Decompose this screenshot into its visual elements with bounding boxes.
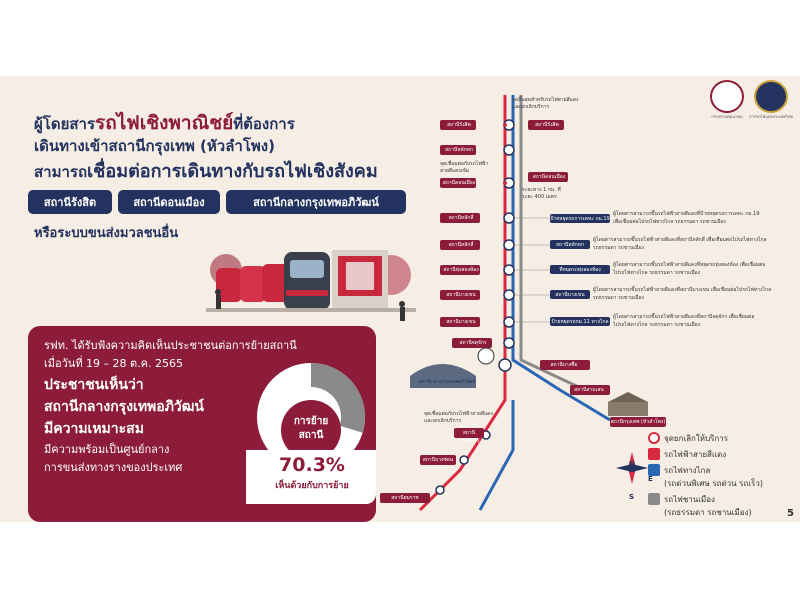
bottom-margin xyxy=(0,522,800,600)
title-line-1: ผู้โดยสารรถไฟเชิงพาณิชย์ที่ต้องการ xyxy=(34,112,295,134)
ministry-logo: กระทรวงคมนาคม xyxy=(708,80,746,120)
desc-tag-1: ป้ายหยุดรถการเคหะ กม.19 xyxy=(550,216,610,222)
desc-tag-3: ที่หยุดรถทุ่งสองห้อง xyxy=(559,267,601,273)
card-line-3: ประชาชนเห็นว่า xyxy=(44,377,144,393)
note-1a: จุดสิ้นสุดสำหรับรถไฟสายสีแดง xyxy=(512,97,579,103)
legend-row-red-line: รถไฟฟ้าสายสีแดง xyxy=(648,448,763,461)
other-transport: หรือระบบขนส่งมวลชนอื่น xyxy=(34,226,179,241)
desc-text-5: ผู้โดยสารสามารถขึ้นรถไฟฟ้าสายสีแดงที่สถา… xyxy=(613,314,755,320)
note-3b: ระยะ 400 เมตร xyxy=(522,194,557,200)
station-chatuchak: สถานีจตุจักร xyxy=(459,340,487,346)
card-line-2: เมื่อวันที่ 19 – 28 ต.ค. 2565 xyxy=(44,357,184,370)
blue-train-icon xyxy=(648,464,660,476)
pill-don-mueang: สถานีดอนเมือง xyxy=(118,190,220,214)
desc-text2-1: เพื่อเชื่อมต่อไปรถไฟทางไกล รถธรรมดา รถชา… xyxy=(613,219,726,225)
logos: กระทรวงคมนาคม การรถไฟแห่งประเทศไทย xyxy=(708,80,793,120)
station-hua-lamphong: สถานีกรุงเทพ (หัวลำโพง) xyxy=(610,419,666,425)
percent-caption: เห็นด้วยกับการย้าย xyxy=(275,481,349,491)
top-margin xyxy=(0,0,800,76)
station-yommarat: สถานียมราช xyxy=(391,495,419,501)
card-line-4: สถานีกลางกรุงเทพอภิวัฒน์ xyxy=(44,399,204,415)
desc-text2-2: รถธรรมดา รถชานเมือง xyxy=(593,245,644,251)
pill-rangsit: สถานีรังสิต xyxy=(28,190,112,214)
desc-tag-2: สถานีหลักหก xyxy=(555,242,584,248)
station-don-mueang: สถานีดอนเมือง xyxy=(442,180,476,186)
desc-text2-5: ไปรถไฟทางไกล รถธรรมดา รถชานเมือง xyxy=(613,322,701,328)
station-krung-thep-aphiwat: สถานีกลางกรุงเทพอภิวัฒน์ xyxy=(418,379,476,385)
desc-tag-4: สถานีบางเขน xyxy=(555,292,585,298)
station-rangsit: สถานีรังสิต xyxy=(447,122,471,128)
grey-train-icon xyxy=(648,493,660,505)
blue-line-track xyxy=(511,95,611,422)
station-bang-sue: สถานีบางซื่อ xyxy=(550,362,578,368)
station-thung-song-hong: สถานีทุ่งสองห้อง xyxy=(443,267,479,273)
station-bang-khen: สถานีบางเขน xyxy=(446,292,476,298)
card-line-5: มีความเหมาะสม xyxy=(44,421,144,437)
compass-n: N xyxy=(629,460,635,468)
station-bang-khen-right: สถานีบางเขน xyxy=(446,319,476,325)
desc-text2-4: รถธรรมดา รถชานเมือง xyxy=(593,295,644,301)
desc-text-3: ผู้โดยสารสามารถขึ้นรถไฟฟ้าสายสีแดงที่หยุ… xyxy=(613,262,766,268)
station-bang-bamru: สถานีบางบำหรุ xyxy=(458,430,480,444)
map-legend: จุดยกเลิกให้บริการ รถไฟฟ้าสายสีแดง รถไฟท… xyxy=(648,432,763,522)
legend-row-commuter: รถไฟชานเมือง(รถธรรมดา รถชานเมือง) xyxy=(648,493,763,519)
donut-label-1: การย้าย xyxy=(293,416,329,427)
legend-row-cancelled: จุดยกเลิกให้บริการ xyxy=(648,432,763,445)
card-line-6: มีความพร้อมเป็นศูนย์กลาง xyxy=(44,443,170,456)
compass-s: S xyxy=(629,493,635,501)
compass-e: E xyxy=(648,475,653,483)
station-laksi-right: สถานีหลักสี่ xyxy=(448,242,474,248)
percent-value: 70.3% xyxy=(279,454,345,476)
pill-krung-thep-aphiwat: สถานีกลางกรุงเทพอภิวัฒน์ xyxy=(226,190,406,214)
cancelled-point-icon xyxy=(648,432,660,444)
train-illustration xyxy=(206,250,416,321)
grey-line-track xyxy=(519,95,586,392)
rail-map xyxy=(380,95,666,512)
station-rangsit-right: สถานีรังสิต xyxy=(535,122,559,128)
card-line-7: การขนส่งทางรางของประเทศ xyxy=(44,461,183,474)
donut-label-2: สถานี xyxy=(298,430,324,441)
note-1b: และยกเลิกบริการ xyxy=(512,104,550,110)
note-3a: ระยะทาง 1 กม. ที่ xyxy=(522,187,561,193)
station-bang-son: สถานีบางซ่อน xyxy=(422,457,454,463)
title-line-3: สามารถเชื่อมต่อการเดินทางกับรถไฟเชิงสังค… xyxy=(34,161,378,182)
station-sam-sen: สถานีสามเสน xyxy=(574,387,604,393)
desc-text-1: ผู้โดยสารสามารถขึ้นรถไฟฟ้าสายสีแดงที่ป้า… xyxy=(613,211,760,217)
percent-box xyxy=(246,450,376,504)
note-2b: สายสีแดงเข้ม xyxy=(440,168,470,174)
srt-logo: การรถไฟแห่งประเทศไทย xyxy=(749,80,793,120)
survey-card: รฟท. ได้รับฟังความคิดเห็นประชาชนต่อการย้… xyxy=(28,326,376,522)
legend-row-long-distance: รถไฟทางไกล(รถด่วนพิเศษ รถด่วน รถเร็ว) xyxy=(648,464,763,490)
desc-tag-5: ป้ายหยุดรถกม.11 ทางไกล xyxy=(551,319,609,325)
station-don-mueang-right: สถานีดอนเมือง xyxy=(532,174,566,180)
note-4b: และยกเลิกบริการ xyxy=(424,418,462,424)
red-train-icon xyxy=(648,448,660,460)
desc-text2-3: ไปรถไฟทางไกล รถธรรมดา รถชานเมือง xyxy=(613,270,701,276)
card-line-1: รฟท. ได้รับฟังความคิดเห็นประชาชนต่อการย้… xyxy=(44,339,297,352)
note-2a: จุดเชื่อมต่อกับรถไฟฟ้า xyxy=(440,161,489,167)
note-4a: จุดเชื่อมต่อกับรถไฟฟ้าสายสีแดง xyxy=(424,411,493,417)
desc-text-4: ผู้โดยสารสามารถขึ้นรถไฟฟ้าสายสีแดงที่สถา… xyxy=(593,287,772,293)
station-lak-si: สถานีหลักสี่ xyxy=(448,215,474,221)
page-number: 5 xyxy=(787,508,794,519)
title-line-2: เดินทางเข้าสถานีกรุงเทพ (หัวลำโพง) xyxy=(34,137,275,155)
desc-text-2: ผู้โดยสารสามารถขึ้นรถไฟฟ้าสายสีแดงที่สถา… xyxy=(593,237,767,243)
station-lak-hok: สถานีหลักหก xyxy=(444,147,473,153)
